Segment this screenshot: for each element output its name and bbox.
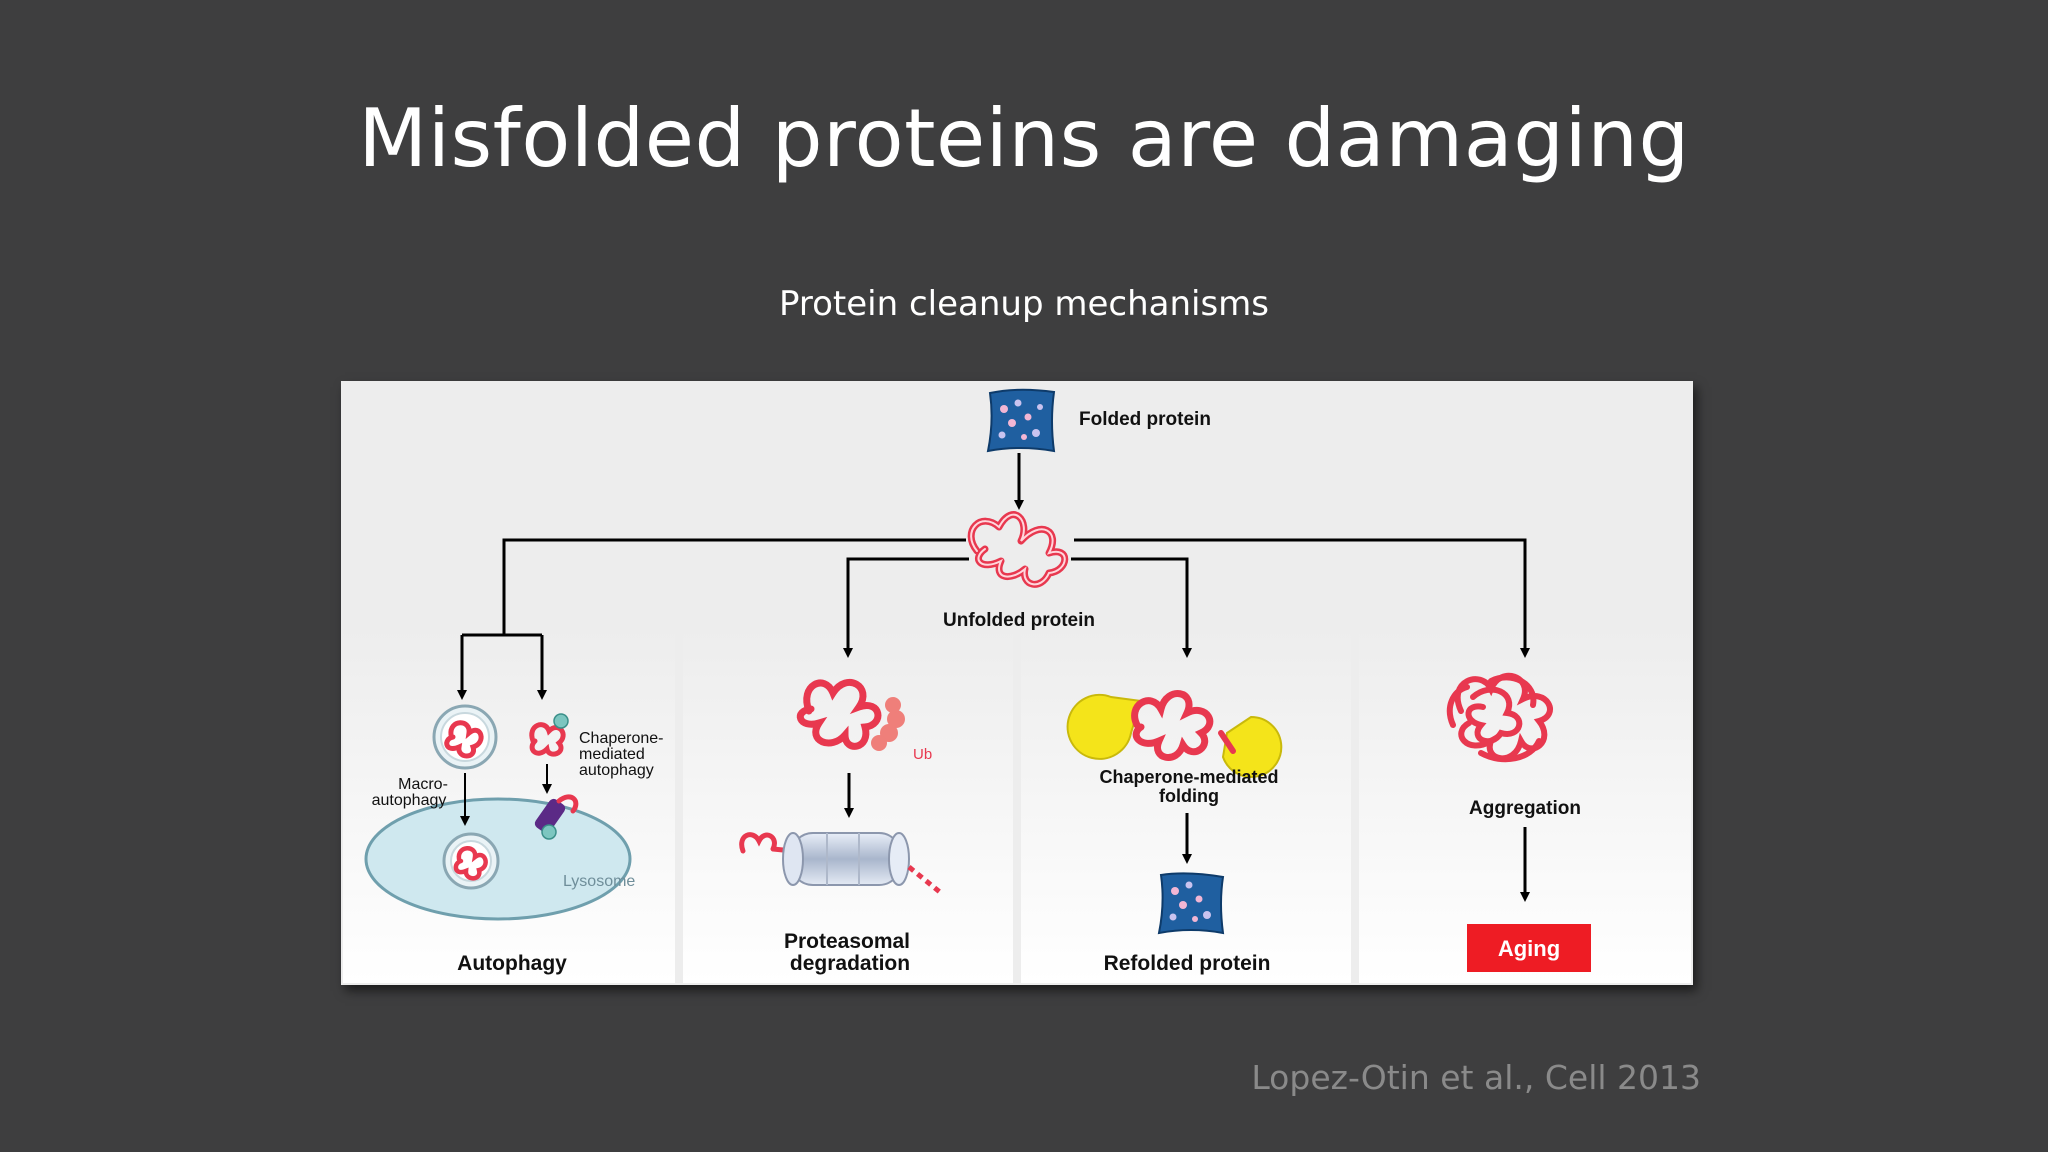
- aggregate-icon: [1446, 672, 1553, 763]
- autophagy-label: Autophagy: [457, 952, 567, 975]
- branch-line-inner-left: [843, 557, 969, 658]
- chaperone-folding-label-1: Chaperone-mediated: [1099, 767, 1278, 787]
- macroautophagy-label-1: Macro-: [398, 776, 448, 793]
- folded-protein-icon: [986, 388, 1056, 453]
- ubiquitinated-protein-icon: [796, 679, 905, 751]
- slide-subtitle: Protein cleanup mechanisms: [778, 284, 1270, 324]
- unfolded-protein-label: Unfolded protein: [943, 610, 1095, 631]
- chaperone-folding-label-2: folding: [1159, 786, 1219, 806]
- chaperone-complex-icon: [1066, 690, 1283, 778]
- refolded-protein-label: Refolded protein: [1104, 952, 1271, 975]
- macroautophagy-label-2: autophagy: [372, 792, 447, 809]
- cma-label-3: autophagy: [579, 762, 654, 779]
- refolded-protein-icon: [1157, 872, 1225, 935]
- proteasome-icon: [739, 832, 943, 895]
- lamp2a-receptor-icon: [534, 794, 579, 840]
- cma-substrate-icon: [529, 713, 569, 757]
- autophagosome-icon: [432, 704, 498, 770]
- ubiquitin-label: Ub: [913, 746, 932, 763]
- citation: Lopez-Otin et al., Cell 2013: [1251, 1058, 1701, 1097]
- folded-protein-label: Folded protein: [1079, 409, 1211, 430]
- autolysosome-icon: [442, 832, 500, 890]
- proteasomal-label-1: Proteasomal: [784, 930, 910, 953]
- cma-label-2: mediated: [579, 746, 645, 763]
- branch-line-outer-right: [1074, 538, 1530, 658]
- proteasomal-label-2: degradation: [790, 952, 910, 975]
- aging-box: [1467, 924, 1591, 972]
- lysosome-label: Lysosome: [563, 873, 635, 890]
- branch-line-inner-right: [1071, 557, 1192, 658]
- branch-line-outer: [502, 538, 966, 635]
- cma-label-1: Chaperone-: [579, 730, 664, 747]
- figure-panel: Folded protein Unfolded protein Lysosome: [341, 381, 1693, 985]
- protein-cleanup-diagram: Folded protein Unfolded protein Lysosome: [343, 388, 1691, 983]
- aging-label: Aging: [1498, 936, 1560, 961]
- slide-title: Misfolded proteins are damaging: [358, 92, 1690, 185]
- aggregation-label: Aggregation: [1469, 798, 1581, 819]
